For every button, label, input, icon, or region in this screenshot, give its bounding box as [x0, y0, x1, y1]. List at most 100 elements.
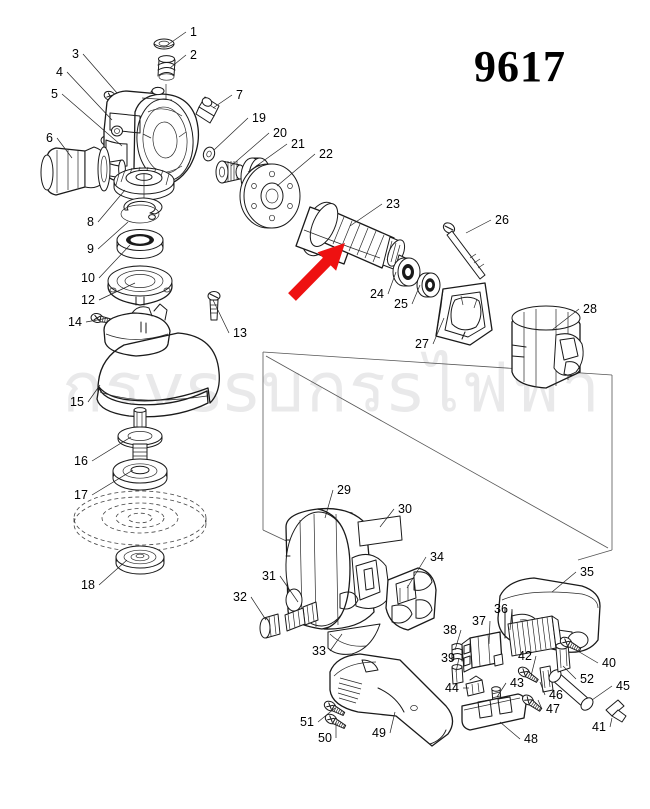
part-37-switch-block: [461, 631, 504, 673]
callout-10: 10: [81, 244, 131, 285]
leader-line: [454, 629, 462, 651]
leader-line: [56, 137, 73, 159]
leader-line: [551, 308, 580, 331]
leader-line: [499, 721, 521, 740]
callout-number: 36: [494, 602, 508, 616]
callout-1: 1: [165, 25, 197, 47]
callout-12: 12: [81, 282, 136, 307]
callout-number: 10: [81, 271, 95, 285]
callout-42: 42: [518, 649, 537, 677]
callout-51: 51: [300, 707, 336, 729]
callout-31: 31: [262, 569, 299, 603]
callout-number: 22: [319, 147, 333, 161]
leader-line: [411, 284, 421, 305]
leader-line: [465, 219, 492, 234]
callout-number: 45: [616, 679, 630, 693]
part-7-brush-cap[interactable]: [195, 96, 220, 124]
callout-number: 17: [74, 488, 88, 502]
leader-line: [98, 282, 136, 301]
callout-number: 24: [370, 287, 384, 301]
leader-line: [509, 608, 513, 631]
callout-15: 15: [70, 384, 101, 409]
callout-number: 20: [273, 126, 287, 140]
leader-line: [609, 717, 613, 728]
callout-49: 49: [372, 711, 396, 740]
part-27-baffle-plate: [435, 282, 493, 346]
leader-line: [406, 556, 427, 589]
part-1-washer: [153, 38, 175, 50]
callout-46: 46: [539, 681, 563, 702]
leader-line: [212, 299, 230, 334]
leader-line: [98, 559, 128, 586]
part-38-spring: [451, 643, 463, 662]
callout-number: 7: [236, 88, 243, 102]
callout-number: 34: [430, 550, 444, 564]
callout-38: 38: [443, 623, 462, 651]
callout-32: 32: [233, 590, 267, 621]
callout-number: 52: [580, 672, 594, 686]
leader-line: [91, 436, 132, 462]
part-49-handle-cover-lower: [329, 653, 454, 747]
part-12-bearing-retainer: [107, 265, 173, 306]
callout-number: 26: [495, 213, 509, 227]
leader-line: [389, 711, 396, 734]
part-10-ball-bearing: [116, 229, 164, 259]
callout-29: 29: [324, 483, 351, 519]
part-8-spiral-bevel-gear: [113, 166, 175, 201]
part-52-connector: [555, 642, 571, 673]
callout-number: 44: [445, 681, 459, 695]
part-22-bearing-box: [239, 163, 301, 229]
part-26-long-screw[interactable]: [441, 221, 486, 280]
callout-number: 39: [441, 651, 455, 665]
callout-24: 24: [370, 271, 397, 301]
part-16-spindle: [117, 407, 163, 463]
callout-43: 43: [496, 676, 524, 698]
leader-line: [432, 317, 445, 345]
part-13-screw[interactable]: [207, 291, 221, 321]
callout-number: 28: [583, 302, 597, 316]
callout-layer: 1234567891012131415161718192021222324252…: [46, 25, 630, 746]
callout-34: 34: [406, 550, 444, 589]
callout-18: 18: [81, 559, 128, 592]
part-25-bearing: [416, 272, 441, 298]
leader-line: [488, 620, 491, 645]
leader-line: [279, 575, 299, 603]
callout-50: 50: [318, 722, 337, 745]
callout-number: 13: [233, 326, 247, 340]
callout-number: 19: [252, 111, 266, 125]
part-45-cord-rod: [548, 669, 594, 711]
callout-44: 44: [445, 681, 469, 695]
part-33-insulation-sheet: [327, 623, 381, 655]
leader-line: [66, 71, 113, 121]
leader-line: [165, 31, 187, 47]
part-18-lock-nut: [115, 545, 165, 575]
part-24-bearing: [392, 257, 421, 287]
leader-line: [97, 221, 129, 250]
part-48-switch-lever[interactable]: [461, 693, 527, 731]
callout-45: 45: [591, 679, 630, 701]
callout-number: 42: [518, 649, 532, 663]
callout-16: 16: [74, 436, 132, 468]
callout-number: 32: [233, 590, 247, 604]
callout-number: 37: [472, 614, 486, 628]
callout-21: 21: [247, 137, 305, 173]
part-36-noise-suppressor: [507, 615, 563, 657]
leader-line: [575, 649, 599, 664]
leader-line: [539, 681, 546, 696]
callout-number: 46: [549, 688, 563, 702]
leader-line: [213, 117, 249, 151]
part-6-side-handle: [40, 146, 126, 196]
callout-4: 4: [56, 65, 113, 121]
callout-number: 27: [415, 337, 429, 351]
callout-30: 30: [379, 502, 412, 528]
callout-40: 40: [575, 649, 616, 670]
callout-number: 40: [602, 656, 616, 670]
callout-number: 23: [386, 197, 400, 211]
leader-line: [530, 655, 537, 677]
leader-line: [85, 317, 109, 323]
part-15-wheel-guard: [96, 303, 220, 418]
leader-line: [212, 94, 233, 109]
highlight-arrow-shape: [288, 243, 345, 301]
part-32-brush-cap[interactable]: [259, 613, 281, 639]
callout-39: 39: [441, 651, 460, 673]
